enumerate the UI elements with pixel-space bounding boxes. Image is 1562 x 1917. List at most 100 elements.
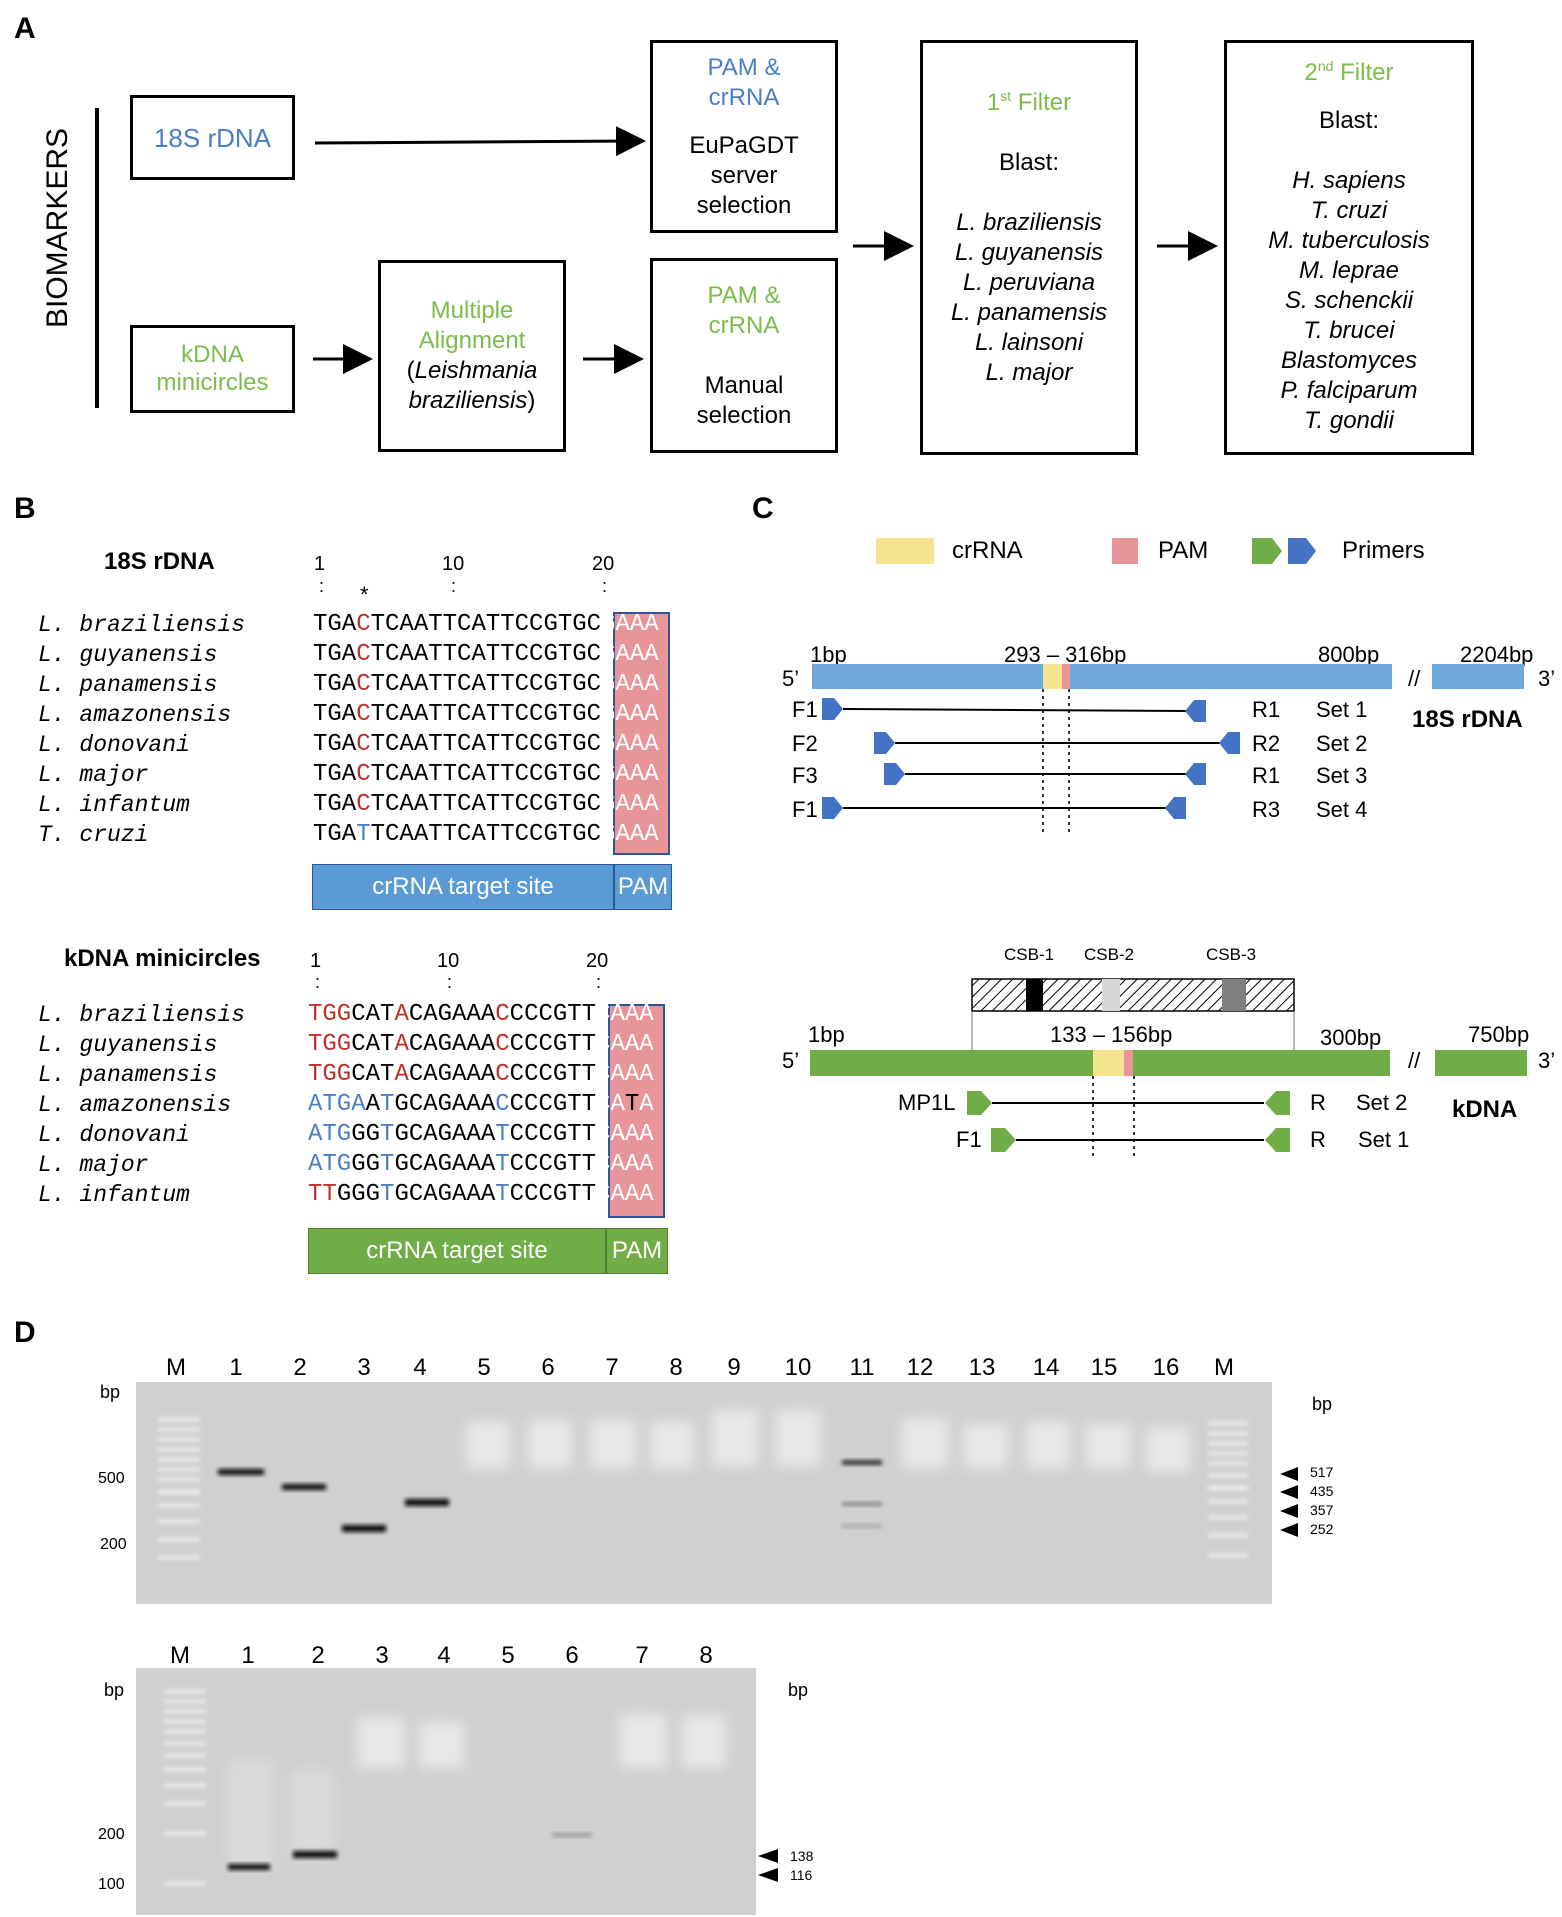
csb-2-label: CSB-2: [1084, 945, 1135, 964]
rdna-fwd-primer-label: F3: [792, 763, 818, 788]
kdna-crrna-target-bar: crRNA target site: [308, 1228, 606, 1274]
gel2-lane-label: 3: [375, 1642, 389, 1669]
gel2-size-arrow-icon: [758, 1868, 778, 1882]
rdna-seq-row: TGACTCAATTCATTCCGTGCGAAA: [313, 701, 659, 728]
gel2-lane-label: 1: [241, 1642, 255, 1669]
kdna-rev-primer-label: R: [1310, 1127, 1326, 1152]
rdna-tick-20: 20: [592, 553, 615, 575]
gel1-band-lane1: [218, 1469, 264, 1475]
kdna-tick-10: 10: [437, 950, 460, 972]
rdna-amplicon-line: [842, 708, 1189, 712]
rdna-rev-primer-label: R3: [1252, 797, 1281, 822]
rdna-pam-highlight: [613, 612, 670, 855]
gel2-lane-label: 2: [311, 1642, 325, 1669]
rdna-fwd-primer-icon: [822, 797, 843, 819]
box-second-filter: 2nd Filter Blast: H. sapiens T. cruzi M.…: [1224, 40, 1474, 455]
gel1-lane-label: 16: [1152, 1354, 1180, 1381]
gel1-lane-label: 5: [477, 1354, 491, 1381]
legend-primer-icons: [1252, 538, 1316, 564]
rdna-map-graphic: [812, 664, 1524, 835]
kdna-set-label: Set 1: [1358, 1127, 1410, 1152]
kdna-rev-primer-label: R: [1310, 1090, 1326, 1115]
kdna-seq-row: ATGGGTGCAGAAATCCCGTTCAAA: [308, 1151, 654, 1178]
rdna-rev-primer-label: R1: [1252, 697, 1281, 722]
kdna-map-end: 750bp: [1468, 1022, 1530, 1047]
kdna-map-range: 133 – 156bp: [1050, 1022, 1173, 1047]
rdna-map-mid: 800bp: [1318, 642, 1380, 667]
gel2-size-label: 138: [790, 1848, 814, 1864]
rdna-tick-1: 1: [314, 553, 326, 575]
rdna-species: L. guyanensis: [38, 642, 218, 668]
rdna-map-range: 293 – 316bp: [1004, 642, 1127, 667]
rdna-star-marker: *: [360, 582, 369, 607]
gel1-lane-label: M: [1214, 1354, 1234, 1381]
gel1-lane-label: 14: [1032, 1354, 1060, 1381]
legend-primers-label: Primers: [1342, 537, 1425, 564]
rdna-set-label: Set 1: [1316, 697, 1368, 722]
rdna-seq-row: TGACTCAATTCATTCCGTGCGAAA: [313, 611, 659, 638]
kdna-fwd-primer-icon: [967, 1091, 992, 1115]
kdna-fwd-primer-label: F1: [956, 1127, 982, 1152]
panel-label-c: C: [752, 492, 774, 525]
gel2-band-lane2: [293, 1851, 337, 1858]
rdna-species: T. cruzi: [38, 822, 149, 848]
gel2-bp-label: bp: [104, 1680, 125, 1700]
rdna-species: L. infantum: [38, 792, 190, 818]
gel1-size-label: 435: [1310, 1483, 1334, 1499]
kdna-species: L. panamensis: [38, 1062, 218, 1088]
csb-2-block: [1102, 979, 1120, 1011]
kdna-species: L. guyanensis: [38, 1032, 218, 1058]
rdna-crrna-target-bar: crRNA target site: [312, 864, 614, 910]
kdna-seq-row: TGGCATACAGAAACCCCGTTCAAA: [308, 1061, 654, 1088]
gel1-ladder-label: 200: [100, 1536, 127, 1553]
rdna-species: L. amazonensis: [38, 702, 232, 728]
gel1-lane-label: 10: [784, 1354, 812, 1381]
gel1-band-lane4: [405, 1499, 449, 1506]
gel1-band-lane11-b: [842, 1502, 882, 1506]
kdna-alignment-title: kDNA minicircles: [64, 945, 261, 972]
rdna-species: L. major: [38, 762, 149, 788]
gel1-lane-label: 9: [727, 1354, 741, 1381]
gel2-band-lane1: [228, 1864, 270, 1870]
rdna-bar-tail: [1432, 664, 1524, 689]
rdna-sequences: TGACTCAATTCATTCCGTGCGAAA TGACTCAATTCATTC…: [313, 610, 659, 850]
gel2-size-arrow-icon: [758, 1849, 778, 1863]
panel-a-arrows: [313, 126, 1218, 374]
gel2-ladder-label: 100: [98, 1876, 125, 1893]
gel1-lane-label: 3: [357, 1354, 371, 1381]
kdna-seq-row: TGGCATACAGAAACCCCGTTCAAA: [308, 1031, 654, 1058]
kdna-rev-primer-icon: [1265, 1091, 1290, 1115]
gel2-lane-label: 5: [501, 1642, 515, 1669]
rdna-rev-primer-label: R1: [1252, 763, 1281, 788]
kdna-map-five-prime: 5’: [782, 1048, 800, 1073]
rdna-tick-colon-10: :: [451, 576, 457, 596]
gel1-band-lane3: [342, 1525, 386, 1532]
gel1-size-arrow-icon: [1280, 1467, 1298, 1481]
rdna-rev-primer-icon: [1219, 732, 1240, 754]
rdna-seq-row: TGACTCAATTCATTCCGTGCGAAA: [313, 761, 659, 788]
gel1-size-label: 252: [1310, 1521, 1334, 1537]
gel1-lane-label: 7: [605, 1354, 619, 1381]
kdna-species: L. infantum: [38, 1182, 190, 1208]
gel1-band-lane11-c: [842, 1524, 882, 1528]
kdna-set-label: Set 2: [1356, 1090, 1408, 1115]
rdna-map-name: 18S rDNA: [1412, 706, 1523, 733]
kdna-tick-colon-20: :: [596, 972, 602, 992]
csb-3-label: CSB-3: [1206, 945, 1257, 964]
rdna-tick-10: 10: [442, 553, 465, 575]
kdna-species-list: L. braziliensis L. guyanensis L. panamen…: [38, 1000, 245, 1210]
kdna-map-three-prime: 3’: [1538, 1048, 1556, 1073]
rdna-set-label: Set 4: [1316, 797, 1368, 822]
rdna-fwd-primer-label: F2: [792, 731, 818, 756]
box-first-filter: 1st Filter Blast: L. braziliensis L. guy…: [920, 40, 1138, 455]
gel1-lane-label: 1: [229, 1354, 243, 1381]
rdna-fwd-primer-label: F1: [792, 697, 818, 722]
gel2-size-label: 116: [790, 1867, 813, 1883]
gel1-bp-right-label: bp: [1312, 1394, 1333, 1414]
kdna-species: L. amazonensis: [38, 1092, 232, 1118]
rdna-rev-primer-label: R2: [1252, 731, 1281, 756]
kdna-sequences: TGGCATACAGAAACCCCGTTCAAA TGGCATACAGAAACC…: [308, 1000, 654, 1210]
gel1-lane-label: 6: [541, 1354, 555, 1381]
rdna-map-break: //: [1408, 666, 1421, 691]
kdna-map-mid: 300bp: [1320, 1025, 1382, 1050]
